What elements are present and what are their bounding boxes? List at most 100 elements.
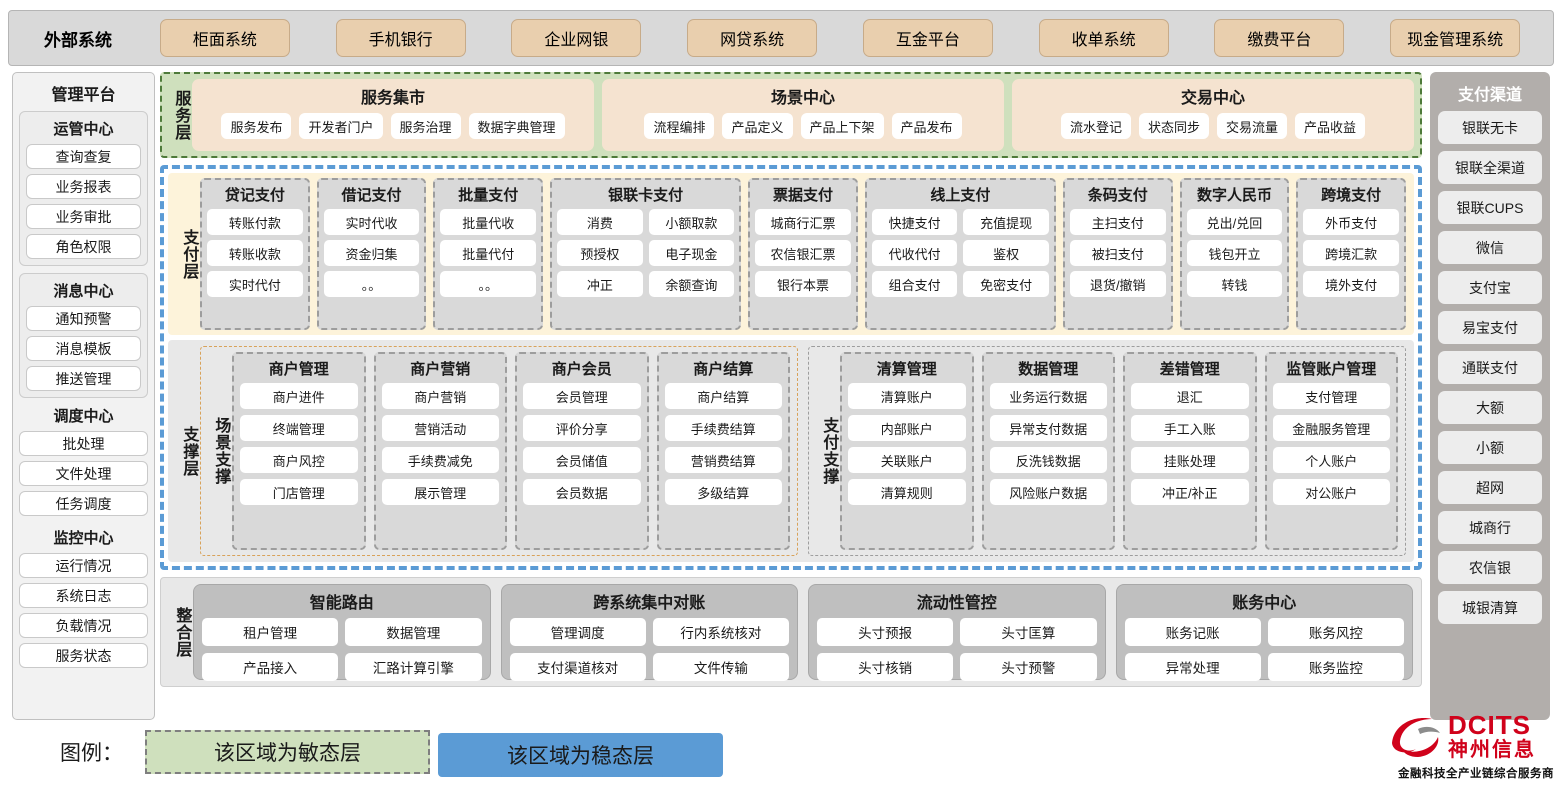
management-item[interactable]: 服务状态 <box>19 643 148 668</box>
support-item[interactable]: 手续费结算 <box>664 415 782 441</box>
payment-item[interactable]: 批量代收 <box>440 209 537 235</box>
service-item[interactable]: 数据字典管理 <box>468 113 565 139</box>
payment-item[interactable]: 兑出/兑回 <box>1186 209 1283 235</box>
service-item[interactable]: 产品收益 <box>1295 113 1366 139</box>
payment-item[interactable]: 转钱 <box>1186 271 1283 297</box>
support-item[interactable]: 商户进件 <box>240 383 358 409</box>
integration-item[interactable]: 账务记账 <box>1124 618 1261 646</box>
payment-item[interactable]: 电子现金 <box>648 240 735 266</box>
management-item[interactable]: 系统日志 <box>19 583 148 608</box>
payment-item[interactable]: 跨境汇款 <box>1303 240 1400 266</box>
support-item[interactable]: 对公账户 <box>1272 479 1390 505</box>
payment-channel-item[interactable]: 城商行 <box>1438 511 1542 544</box>
management-item[interactable]: 业务审批 <box>26 204 141 229</box>
service-item[interactable]: 流水登记 <box>1060 113 1131 139</box>
management-item[interactable]: 负载情况 <box>19 613 148 638</box>
service-item[interactable]: 服务治理 <box>390 113 461 139</box>
payment-item[interactable]: 实时代收 <box>323 209 420 235</box>
service-item[interactable]: 产品上下架 <box>800 113 884 139</box>
integration-item[interactable]: 头寸匡算 <box>960 618 1097 646</box>
integration-item[interactable]: 数据管理 <box>345 618 482 646</box>
support-item[interactable]: 营销费结算 <box>664 447 782 473</box>
integration-item[interactable]: 头寸预报 <box>817 618 954 646</box>
management-item[interactable]: 推送管理 <box>26 366 141 391</box>
external-system-item[interactable]: 手机银行 <box>335 19 466 57</box>
support-item[interactable]: 关联账户 <box>848 447 966 473</box>
support-item[interactable]: 清算账户 <box>848 383 966 409</box>
support-item[interactable]: 商户风控 <box>240 447 358 473</box>
support-item[interactable]: 反洗钱数据 <box>989 447 1107 473</box>
payment-channel-item[interactable]: 城银清算 <box>1438 591 1542 624</box>
external-system-item[interactable]: 互金平台 <box>862 19 993 57</box>
management-item[interactable]: 运行情况 <box>19 553 148 578</box>
integration-item[interactable]: 异常处理 <box>1124 653 1261 681</box>
payment-channel-item[interactable]: 银联全渠道 <box>1438 151 1542 184</box>
payment-item[interactable]: 组合支付 <box>871 271 958 297</box>
support-item[interactable]: 金融服务管理 <box>1272 415 1390 441</box>
payment-item[interactable]: 银行本票 <box>755 271 851 297</box>
payment-channel-item[interactable]: 支付宝 <box>1438 271 1542 304</box>
payment-item[interactable]: 实时代付 <box>207 271 303 297</box>
payment-item[interactable]: 主扫支付 <box>1069 209 1166 235</box>
integration-item[interactable]: 头寸核销 <box>817 653 954 681</box>
external-system-item[interactable]: 收单系统 <box>1038 19 1169 57</box>
integration-item[interactable]: 文件传输 <box>652 653 789 681</box>
payment-channel-item[interactable]: 通联支付 <box>1438 351 1542 384</box>
management-item[interactable]: 任务调度 <box>19 491 148 516</box>
support-item[interactable]: 清算规则 <box>848 479 966 505</box>
service-item[interactable]: 流程编排 <box>644 113 715 139</box>
support-item[interactable]: 商户结算 <box>664 383 782 409</box>
management-item[interactable]: 文件处理 <box>19 461 148 486</box>
support-item[interactable]: 挂账处理 <box>1131 447 1249 473</box>
payment-item[interactable]: 余额查询 <box>648 271 735 297</box>
service-item[interactable]: 产品发布 <box>891 113 962 139</box>
service-item[interactable]: 产品定义 <box>722 113 793 139</box>
external-system-item[interactable]: 网贷系统 <box>687 19 818 57</box>
support-item[interactable]: 业务运行数据 <box>989 383 1107 409</box>
support-item[interactable]: 支付管理 <box>1272 383 1390 409</box>
support-item[interactable]: 会员管理 <box>523 383 641 409</box>
integration-item[interactable]: 产品接入 <box>202 653 339 681</box>
service-item[interactable]: 交易流量 <box>1217 113 1288 139</box>
payment-item[interactable]: 钱包开立 <box>1186 240 1283 266</box>
payment-item[interactable]: 小额取款 <box>648 209 735 235</box>
integration-item[interactable]: 汇路计算引擎 <box>345 653 482 681</box>
external-system-item[interactable]: 企业网银 <box>511 19 642 57</box>
management-item[interactable]: 消息模板 <box>26 336 141 361</box>
payment-channel-item[interactable]: 超网 <box>1438 471 1542 504</box>
payment-item[interactable]: 充值提现 <box>963 209 1049 235</box>
support-item[interactable]: 异常支付数据 <box>989 415 1107 441</box>
payment-channel-item[interactable]: 小额 <box>1438 431 1542 464</box>
payment-item[interactable]: 预授权 <box>557 240 643 266</box>
payment-item[interactable]: 城商行汇票 <box>755 209 851 235</box>
service-item[interactable]: 服务发布 <box>221 113 292 139</box>
support-item[interactable]: 退汇 <box>1131 383 1249 409</box>
payment-item[interactable]: 转账收款 <box>207 240 303 266</box>
payment-channel-item[interactable]: 大额 <box>1438 391 1542 424</box>
payment-channel-item[interactable]: 银联CUPS <box>1438 191 1542 224</box>
support-item[interactable]: 冲正/补正 <box>1131 479 1249 505</box>
management-item[interactable]: 查询查复 <box>26 144 141 169</box>
payment-item[interactable]: 消费 <box>557 209 643 235</box>
payment-item[interactable]: 资金归集 <box>323 240 420 266</box>
integration-item[interactable]: 头寸预警 <box>960 653 1097 681</box>
payment-item[interactable]: 快捷支付 <box>871 209 958 235</box>
management-item[interactable]: 通知预警 <box>26 306 141 331</box>
payment-item[interactable]: 批量代付 <box>440 240 537 266</box>
payment-item[interactable]: 退货/撤销 <box>1069 271 1166 297</box>
management-item[interactable]: 角色权限 <box>26 234 141 259</box>
support-item[interactable]: 手工入账 <box>1131 415 1249 441</box>
integration-item[interactable]: 行内系统核对 <box>652 618 789 646</box>
payment-item[interactable]: 境外支付 <box>1303 271 1400 297</box>
integration-item[interactable]: 租户管理 <box>202 618 339 646</box>
external-system-item[interactable]: 缴费平台 <box>1214 19 1345 57</box>
management-item[interactable]: 批处理 <box>19 431 148 456</box>
external-system-item[interactable]: 现金管理系统 <box>1390 19 1521 57</box>
service-item[interactable]: 状态同步 <box>1138 113 1209 139</box>
integration-item[interactable]: 账务风控 <box>1267 618 1404 646</box>
support-item[interactable]: 风险账户数据 <box>989 479 1107 505</box>
support-item[interactable]: 评价分享 <box>523 415 641 441</box>
payment-item[interactable]: 被扫支付 <box>1069 240 1166 266</box>
payment-channel-item[interactable]: 易宝支付 <box>1438 311 1542 344</box>
payment-item[interactable]: 代收代付 <box>871 240 958 266</box>
